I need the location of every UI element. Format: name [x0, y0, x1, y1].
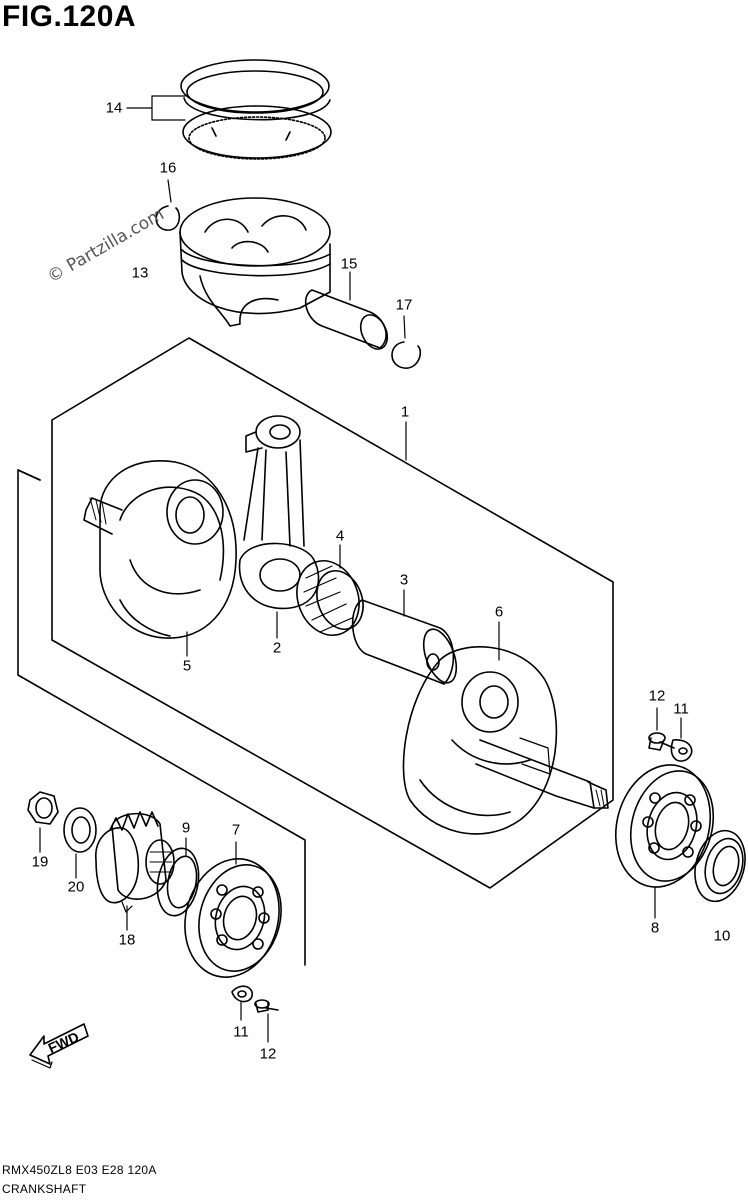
assembly-bracket-crankshaft — [51, 337, 614, 889]
piston-pin-icon — [304, 271, 389, 350]
leader-14 — [126, 95, 186, 121]
callout-9: 9 — [181, 819, 191, 837]
callout-16: 16 — [159, 159, 177, 177]
callout-10: 10 — [713, 927, 731, 945]
crank-pin-icon — [351, 589, 458, 685]
callout-17: 17 — [395, 296, 413, 314]
circlip-icon — [155, 179, 181, 231]
footer-caption: CRANKSHAFT — [2, 1182, 87, 1196]
callout-5: 5 — [182, 657, 192, 675]
callout-12-bottom: 12 — [259, 1045, 277, 1063]
retainer-icon — [231, 985, 253, 1021]
needle-bearing-icon — [296, 544, 364, 636]
screw-icon — [648, 707, 675, 751]
connecting-rod-icon — [238, 415, 320, 639]
ball-bearing-icon — [614, 764, 715, 919]
callout-18: 18 — [118, 931, 136, 949]
callout-4: 4 — [335, 527, 345, 545]
oil-seal-icon — [694, 829, 746, 903]
callout-13: 13 — [131, 264, 149, 282]
callout-1: 1 — [400, 403, 410, 421]
crank-web-icon — [402, 621, 609, 835]
callout-11-bottom: 11 — [233, 1023, 249, 1041]
figure-title: FIG.120A — [2, 0, 137, 33]
callout-6: 6 — [494, 603, 504, 621]
fwd-arrow-icon: FWD — [29, 1023, 89, 1069]
oil-seal-icon — [156, 837, 200, 917]
ball-bearing-icon — [184, 841, 282, 978]
callout-2: 2 — [272, 639, 282, 657]
screw-icon — [254, 999, 279, 1043]
callout-19: 19 — [31, 853, 49, 871]
retainer-icon — [670, 717, 693, 762]
assembly-bracket-outer — [17, 469, 306, 966]
washer-icon — [63, 807, 97, 879]
callout-14: 14 — [105, 99, 123, 117]
footer-code: RMX450ZL8 E03 E28 120A — [2, 1163, 157, 1177]
callout-11-right: 11 — [673, 700, 689, 718]
fwd-arrow-label: FWD — [46, 1029, 82, 1057]
nut-icon — [27, 791, 59, 853]
circlip-icon — [391, 315, 422, 369]
callout-3: 3 — [399, 571, 409, 589]
callout-8: 8 — [650, 919, 660, 937]
callout-7: 7 — [231, 821, 241, 839]
gear-icon — [95, 811, 175, 931]
piston-ring-icon — [180, 59, 332, 160]
piston-icon — [179, 197, 331, 327]
callout-15: 15 — [340, 255, 358, 273]
callout-20: 20 — [67, 878, 85, 896]
callout-12-right: 12 — [648, 687, 666, 705]
crank-web-icon — [83, 460, 237, 657]
